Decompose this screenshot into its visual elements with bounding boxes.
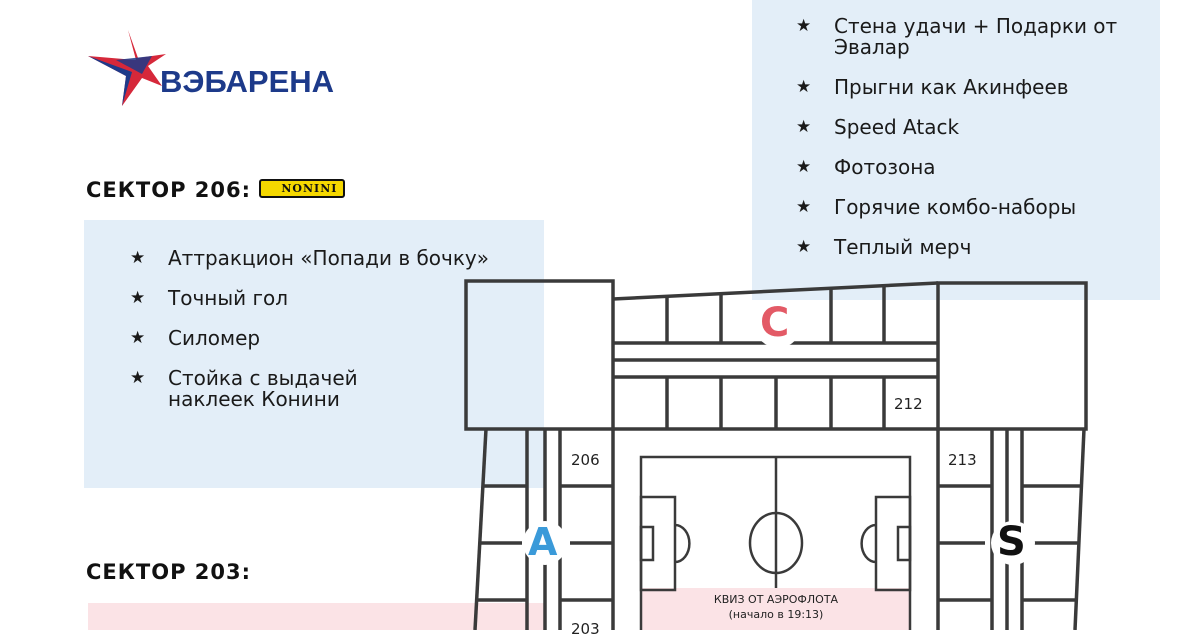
list-item: ★Speed Atack xyxy=(796,115,960,139)
star-icon: ★ xyxy=(796,157,812,177)
star-icon: ★ xyxy=(796,117,812,137)
vebarena-logo: ВЭБАРЕНА xyxy=(86,26,336,114)
sector-206-title: СЕКТОР 206: xyxy=(86,178,252,202)
quiz-zone xyxy=(641,588,911,630)
stand-s-label: S xyxy=(997,519,1026,565)
sector-203-label: 203 xyxy=(571,620,600,638)
sector-206-heading: СЕКТОР 206: NONINI xyxy=(86,178,346,202)
stand-c xyxy=(612,281,939,431)
stand-a xyxy=(473,428,615,630)
logo-text: ВЭБАРЕНА xyxy=(160,64,334,99)
stand-c-badge xyxy=(755,302,801,348)
star-icon: ★ xyxy=(130,328,146,348)
star-icon: ★ xyxy=(796,16,812,36)
list-item: ★Горячие комбо-наборы xyxy=(796,195,1077,219)
list-item: ★Фотозона xyxy=(796,155,936,179)
list-item: ★Силомер xyxy=(130,326,261,350)
sector-203-heading: СЕКТОР 203: xyxy=(86,560,252,584)
list-item: ★Прыгни как Акинфеев xyxy=(796,75,1069,99)
star-icon: ★ xyxy=(796,197,812,217)
list-item: ★Стойка с выдачей наклеек Конини xyxy=(130,366,358,411)
list-item: ★Теплый мерч xyxy=(796,235,972,259)
sector-206-list: ★Аттракцион «Попади в бочку» ★Точный гол… xyxy=(130,248,530,429)
stand-c-label: C xyxy=(760,300,790,346)
list-item: ★Стена удачи + Подарки от Эвалар xyxy=(796,14,1118,59)
star-icon: ★ xyxy=(796,77,812,97)
star-icon: ★ xyxy=(130,288,146,308)
quiz-label: КВИЗ ОТ АЭРОФЛОТА (начало в 19:13) xyxy=(641,592,911,622)
corner-block-right xyxy=(936,281,1088,431)
star-icon: ★ xyxy=(130,248,146,268)
stand-s xyxy=(936,428,1086,630)
corner-block-left xyxy=(464,279,615,431)
stand-a-badge xyxy=(523,521,567,565)
star-icon: ★ xyxy=(130,368,146,388)
right-activities-list: ★Стена удачи + Подарки от Эвалар ★Прыгни… xyxy=(796,16,1156,277)
stand-s-badge xyxy=(991,521,1035,565)
list-item: ★Аттракцион «Попади в бочку» xyxy=(130,246,490,270)
quiz-time: (начало в 19:13) xyxy=(728,608,824,621)
sector-212-label: 212 xyxy=(894,395,923,413)
nonini-badge: NONINI xyxy=(259,178,346,198)
sector-206-label: 206 xyxy=(571,451,600,469)
stand-a-label: A xyxy=(528,520,558,564)
sector-213-label: 213 xyxy=(948,451,977,469)
quiz-title: КВИЗ ОТ АЭРОФЛОТА xyxy=(713,593,839,606)
right-activities-panel xyxy=(752,0,1160,300)
sector-203-panel xyxy=(88,603,546,630)
star-icon: ★ xyxy=(796,237,812,257)
list-item: ★Точный гол xyxy=(130,286,289,310)
football-field xyxy=(639,455,912,630)
